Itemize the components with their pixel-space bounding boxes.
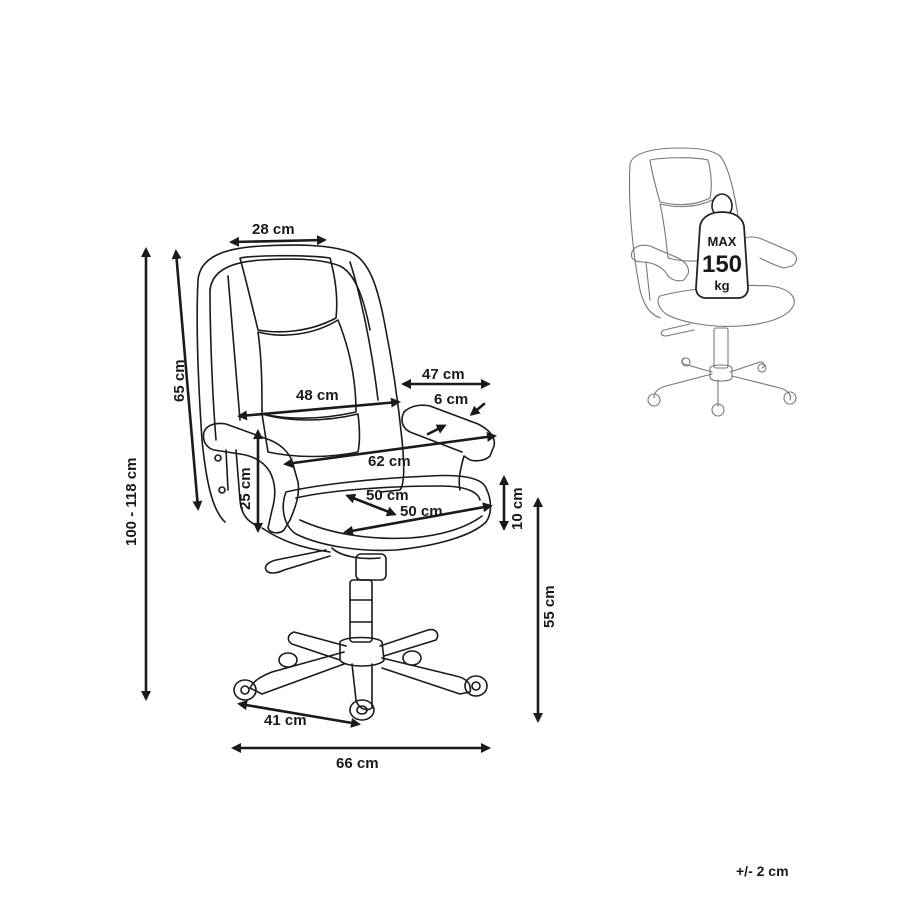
- label-backrest-inner-width: 48 cm: [296, 387, 339, 404]
- badge-max-label: MAX: [708, 234, 737, 249]
- dim-arrow-seat-depth: [343, 502, 493, 536]
- label-armrest-width: 6 cm: [434, 391, 468, 408]
- label-base-diameter: 66 cm: [336, 755, 379, 772]
- dim-arrow-base-leg: [237, 700, 361, 728]
- badge-weight-value: 150: [702, 251, 742, 278]
- badge-unit-label: kg: [714, 278, 729, 293]
- caster-front: [349, 699, 375, 721]
- label-base-leg: 41 cm: [264, 712, 307, 729]
- dim-arrow-backrest-width: [229, 235, 327, 247]
- dim-arrow-armrest-width-right: [469, 402, 486, 416]
- dim-arrow-backrest-inner-width: [237, 397, 401, 421]
- small-chair-drawing: MAX 150 kg: [628, 147, 798, 417]
- label-seat-width: 50 cm: [366, 487, 409, 504]
- weight-icon: [695, 211, 749, 299]
- label-armrest-height: 25 cm: [237, 467, 254, 510]
- label-backrest-width: 28 cm: [252, 221, 295, 238]
- dim-arrow-backrest-height: [171, 249, 203, 511]
- tolerance-note: +/- 2 cm: [736, 863, 789, 879]
- label-backrest-height: 65 cm: [171, 359, 188, 402]
- caster-back-left: [278, 652, 298, 668]
- label-seat-depth: 50 cm: [400, 503, 443, 520]
- max-load-badge: MAX 150 kg: [695, 193, 749, 299]
- caster-right: [464, 675, 488, 697]
- label-total-height: 100 - 118 cm: [123, 458, 140, 546]
- label-seat-height: 55 cm: [541, 585, 558, 628]
- dimension-labels: 28 cm 65 cm 100 - 118 cm 47 cm 6 cm 48 c…: [123, 221, 558, 772]
- dimension-lines: [141, 235, 543, 753]
- label-seat-thickness: 10 cm: [509, 487, 526, 530]
- label-seat-depth-upper: 47 cm: [422, 366, 465, 383]
- label-overall-width: 62 cm: [368, 453, 411, 470]
- caster-back-right: [402, 650, 422, 666]
- dim-arrow-overall-width: [283, 431, 497, 469]
- caster-left: [233, 679, 257, 701]
- dim-arrow-armrest-width-left: [426, 424, 447, 436]
